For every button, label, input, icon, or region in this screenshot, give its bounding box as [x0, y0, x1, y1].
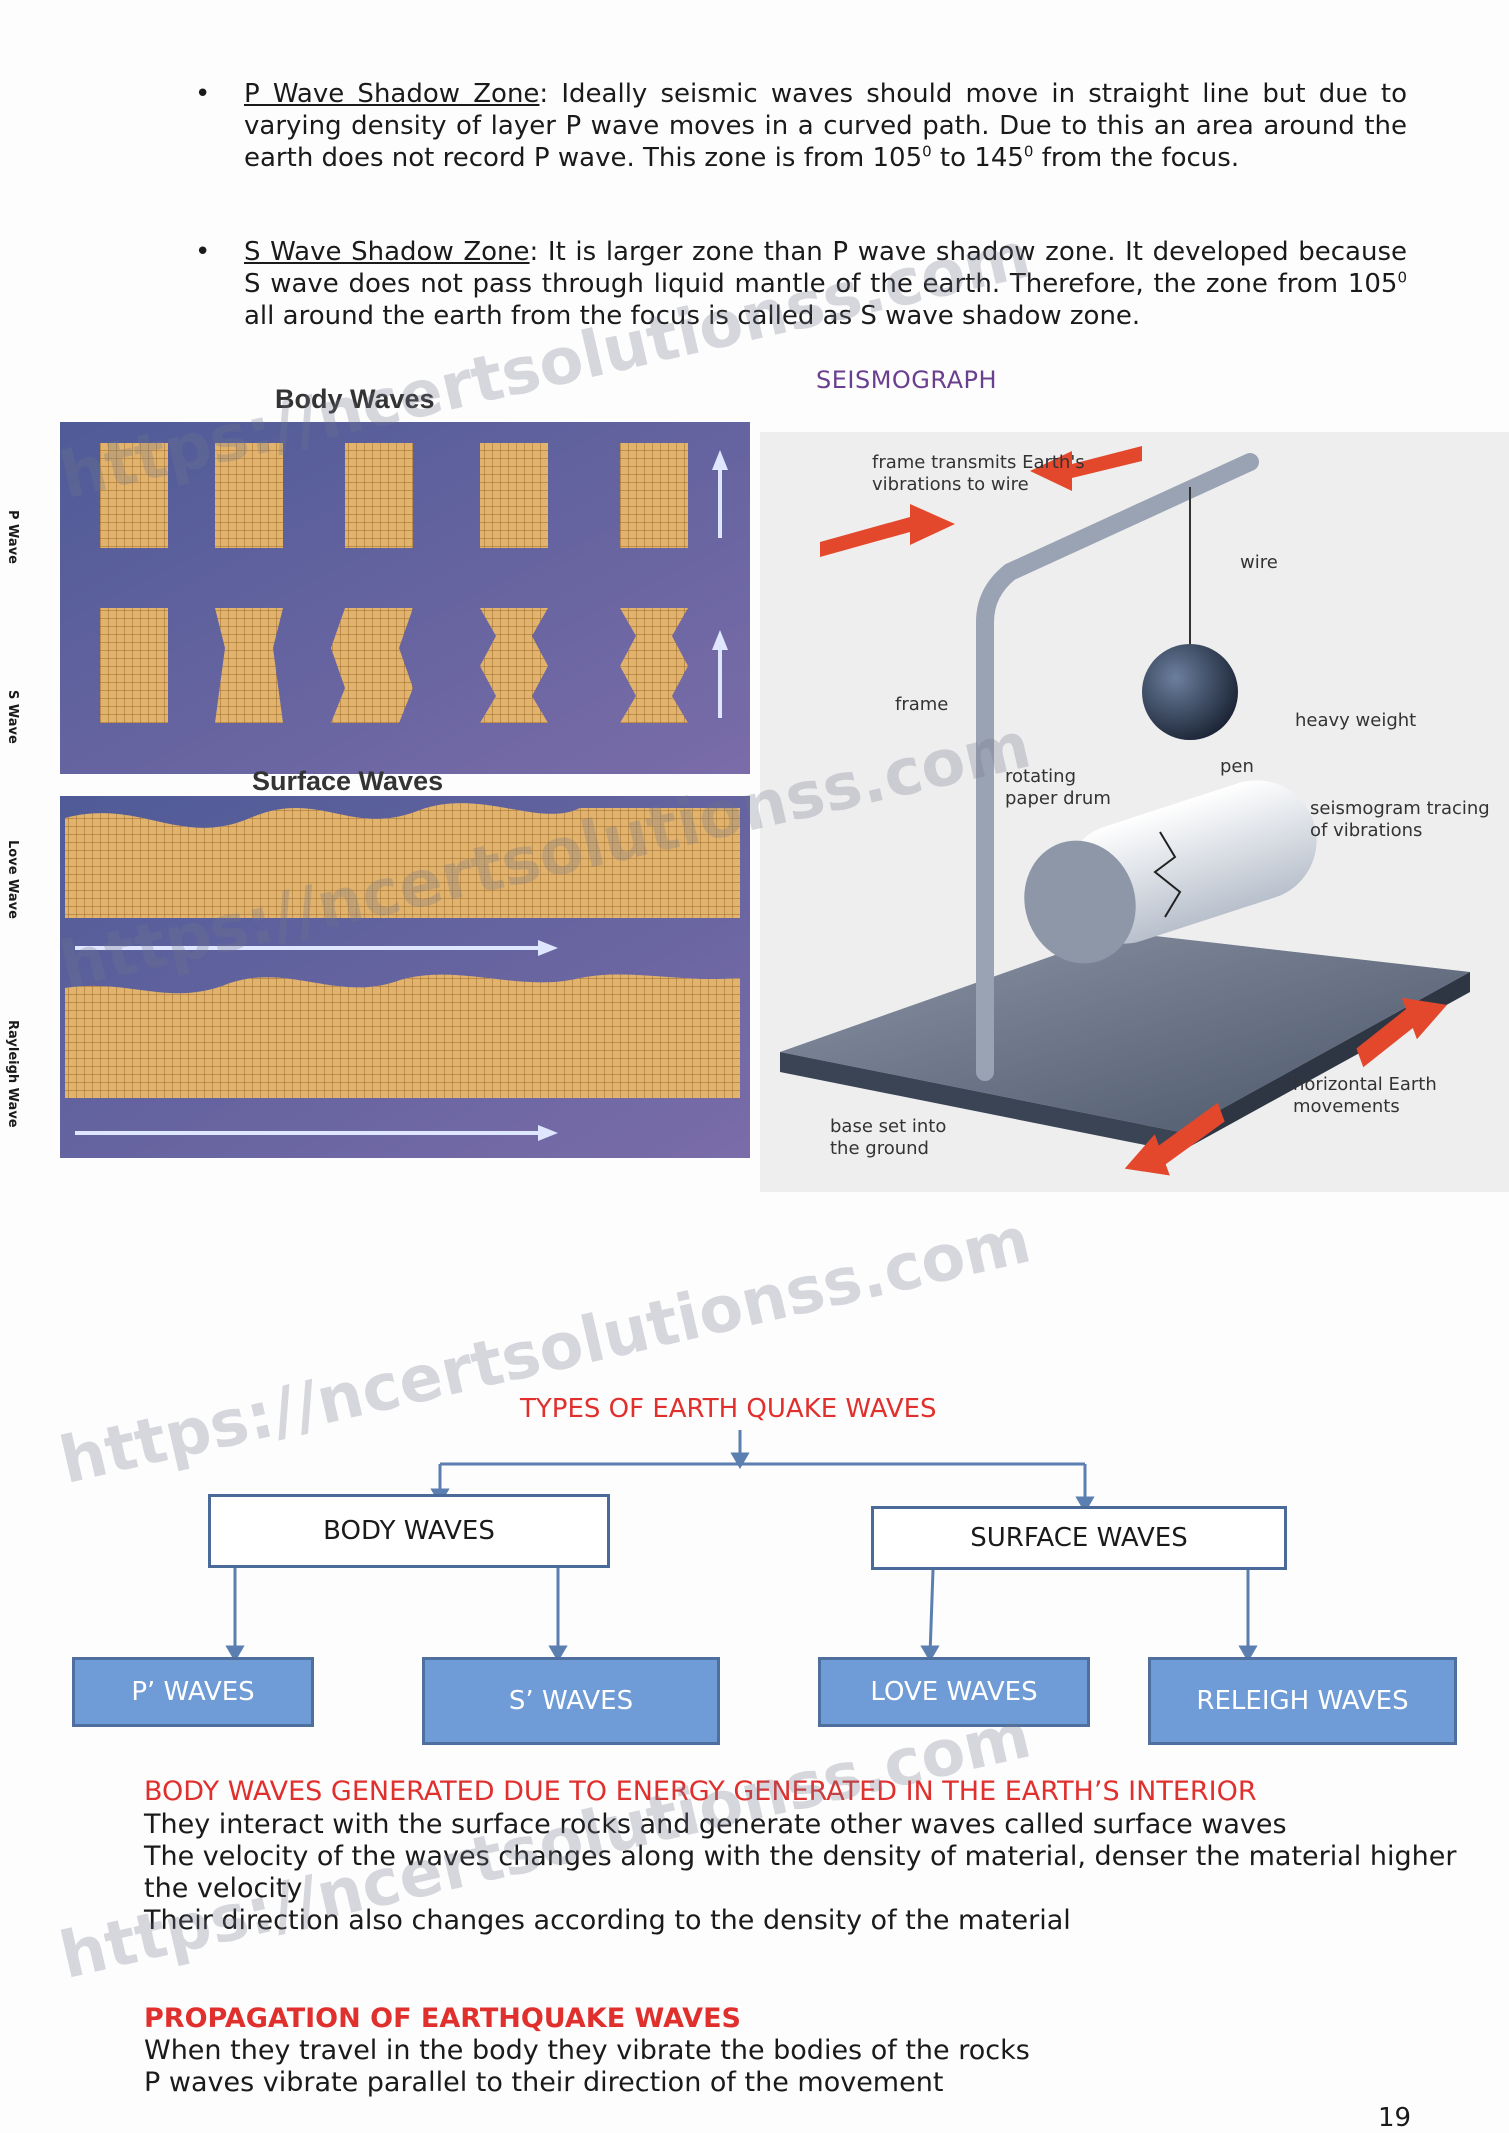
red-arrow-icon: [1030, 446, 1142, 491]
s-wave-blocks: [100, 608, 728, 723]
releigh-waves-box: RELEIGH WAVES: [1148, 1657, 1457, 1745]
bullet-s-wave: • S Wave Shadow Zone: It is larger zone …: [195, 237, 1407, 331]
label-rotating-drum: rotating paper drum: [1005, 766, 1111, 809]
section1-heading: BODY WAVES GENERATED DUE TO ENERGY GENER…: [144, 1776, 1257, 1807]
bullet-term: S Wave Shadow Zone: [244, 237, 530, 267]
bullet-term: P Wave Shadow Zone: [244, 79, 540, 109]
bullet-p-wave: • P Wave Shadow Zone: Ideally seismic wa…: [195, 79, 1407, 173]
section1-line4: Their direction also changes according t…: [144, 1905, 1071, 1936]
section1-line1: They interact with the surface rocks and…: [144, 1809, 1287, 1840]
flowchart-title: TYPES OF EARTH QUAKE WAVES: [520, 1394, 937, 1424]
label-base: base set into the ground: [830, 1116, 947, 1159]
red-arrow-icon: [1356, 997, 1447, 1068]
section1-line3: the velocity: [144, 1873, 303, 1904]
label-frame-transmits: frame transmits Earth's vibrations to wi…: [872, 452, 1085, 495]
seismograph-frame: [976, 453, 1259, 1081]
p-waves-box: P’ WAVES: [72, 1657, 314, 1727]
s-waves-box: S’ WAVES: [422, 1657, 720, 1745]
label-wire: wire: [1240, 552, 1278, 573]
body-waves-box: BODY WAVES: [208, 1494, 610, 1568]
label-heavy-weight: heavy weight: [1295, 710, 1417, 731]
seismograph-figure: frame transmits Earth's vibrations to wi…: [760, 432, 1509, 1192]
heavy-weight: [1142, 644, 1238, 740]
section2-heading: PROPAGATION OF EARTHQUAKE WAVES: [144, 2003, 741, 2034]
label-seismogram: seismogram tracing of vibrations: [1310, 798, 1490, 841]
rotating-paper-drum: [1024, 780, 1317, 964]
page-number: 19: [1378, 2103, 1412, 2133]
body-waves-title: Body Waves: [275, 384, 435, 414]
seismic-waves-figure: Body Waves Surface Waves: [20, 378, 760, 1158]
section2-line2: P waves vibrate parallel to their direct…: [144, 2067, 944, 2098]
bullet-dot: •: [195, 237, 211, 267]
love-waves-box: LOVE WAVES: [818, 1657, 1090, 1727]
seismograph-base: [780, 932, 1470, 1132]
label-frame: frame: [895, 694, 949, 715]
love-wave-block: [65, 803, 740, 918]
surface-waves-title: Surface Waves: [252, 766, 443, 796]
red-arrow-icon: [820, 504, 955, 557]
label-pen: pen: [1220, 756, 1254, 777]
section1-line2: The velocity of the waves changes along …: [144, 1841, 1457, 1872]
red-arrow-icon: [1124, 1102, 1225, 1176]
shadow-zone-list: • P Wave Shadow Zone: Ideally seismic wa…: [195, 78, 1407, 174]
rayleigh-wave-block: [65, 974, 740, 1098]
section2-line1: When they travel in the body they vibrat…: [144, 2035, 1030, 2066]
label-horizontal: horizontal Earth movements: [1293, 1074, 1437, 1117]
seismograph-illustration: [780, 446, 1470, 1176]
seismograph-caption: SEISMOGRAPH: [816, 366, 998, 394]
p-wave-blocks: [100, 443, 728, 548]
seismic-waves-illustration: Body Waves Surface Waves: [60, 384, 750, 1158]
shadow-zone-list-2: • S Wave Shadow Zone: It is larger zone …: [195, 236, 1407, 332]
surface-waves-box: SURFACE WAVES: [871, 1506, 1287, 1570]
bullet-dot: •: [195, 79, 211, 109]
